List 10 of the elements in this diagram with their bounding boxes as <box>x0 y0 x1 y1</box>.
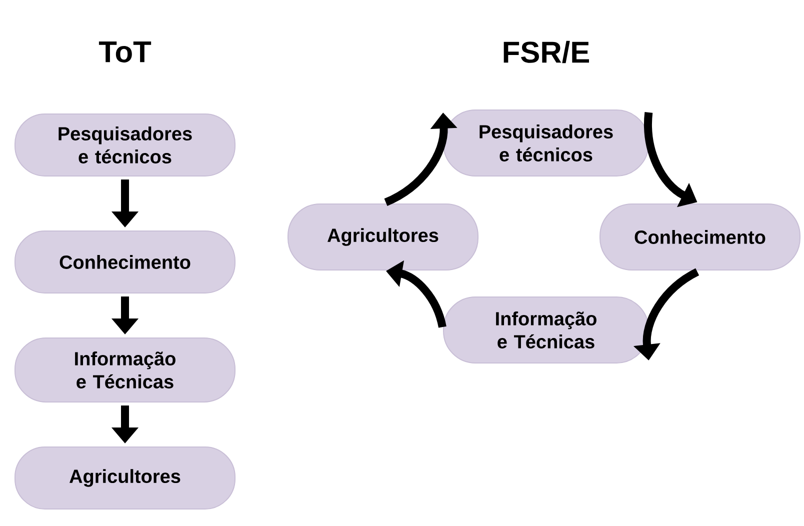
process-box: Agricultores <box>288 204 478 270</box>
process-box: Conhecimento <box>14 230 236 294</box>
process-box: Pesquisadores e técnicos <box>443 110 649 176</box>
diagram-heading: FSR/E <box>504 40 589 64</box>
process-box: Pesquisadores e técnicos <box>14 114 236 176</box>
process-box: Informação e Técnicas <box>443 296 649 364</box>
process-box: Agricultores <box>14 446 236 510</box>
process-box: Informação e Técnicas <box>14 338 236 402</box>
diagram-heading: ToT <box>98 42 152 62</box>
process-box: Conhecimento <box>600 204 800 270</box>
